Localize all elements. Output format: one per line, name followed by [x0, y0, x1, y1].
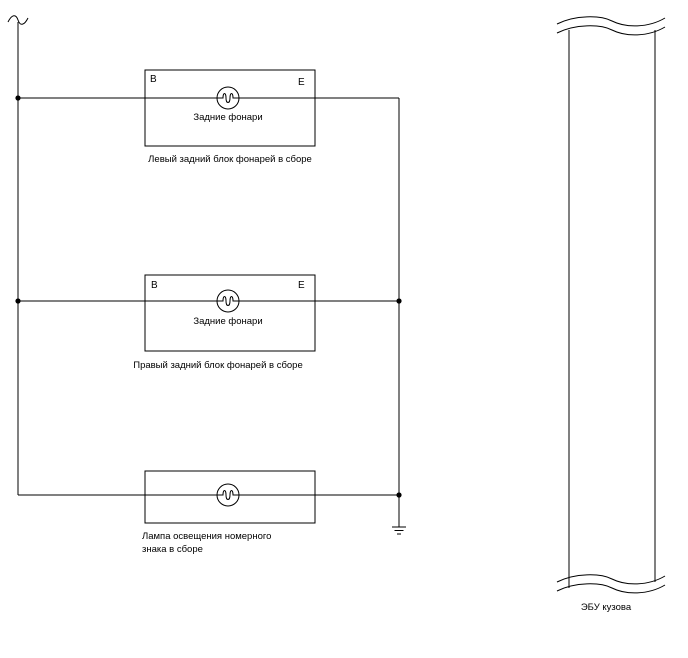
- junction-dot: [396, 298, 402, 304]
- pin-e-label: E: [298, 280, 305, 291]
- junction-dot: [15, 95, 21, 101]
- inner-label: Задние фонари: [193, 316, 262, 327]
- body-ecu: [556, 16, 666, 594]
- bulb-icon: [216, 483, 240, 507]
- junction-dot: [15, 298, 21, 304]
- ecu-caption: ЭБУ кузова: [581, 602, 632, 613]
- component-caption: Правый задний блок фонарей в сборе: [133, 360, 303, 371]
- bulb-icon: [216, 289, 240, 313]
- left-tail-lamp-assembly: B E Задние фонари: [144, 69, 316, 147]
- pin-b-label: B: [151, 280, 158, 291]
- inner-label: Задние фонари: [193, 112, 262, 123]
- component-caption: Лампа освещения номерного: [142, 531, 271, 542]
- component-caption: Левый задний блок фонарей в сборе: [148, 154, 312, 165]
- ground-icon: [392, 526, 406, 535]
- pin-b-label: B: [150, 74, 157, 85]
- pin-e-label: E: [298, 77, 305, 88]
- bulb-icon: [216, 86, 240, 110]
- right-tail-lamp-assembly: B E Задние фонари: [144, 274, 316, 352]
- license-plate-lamp-assembly: [144, 470, 316, 524]
- wire-break-icon: [7, 15, 29, 25]
- component-caption: знака в сборе: [142, 544, 203, 555]
- junction-dot: [396, 492, 402, 498]
